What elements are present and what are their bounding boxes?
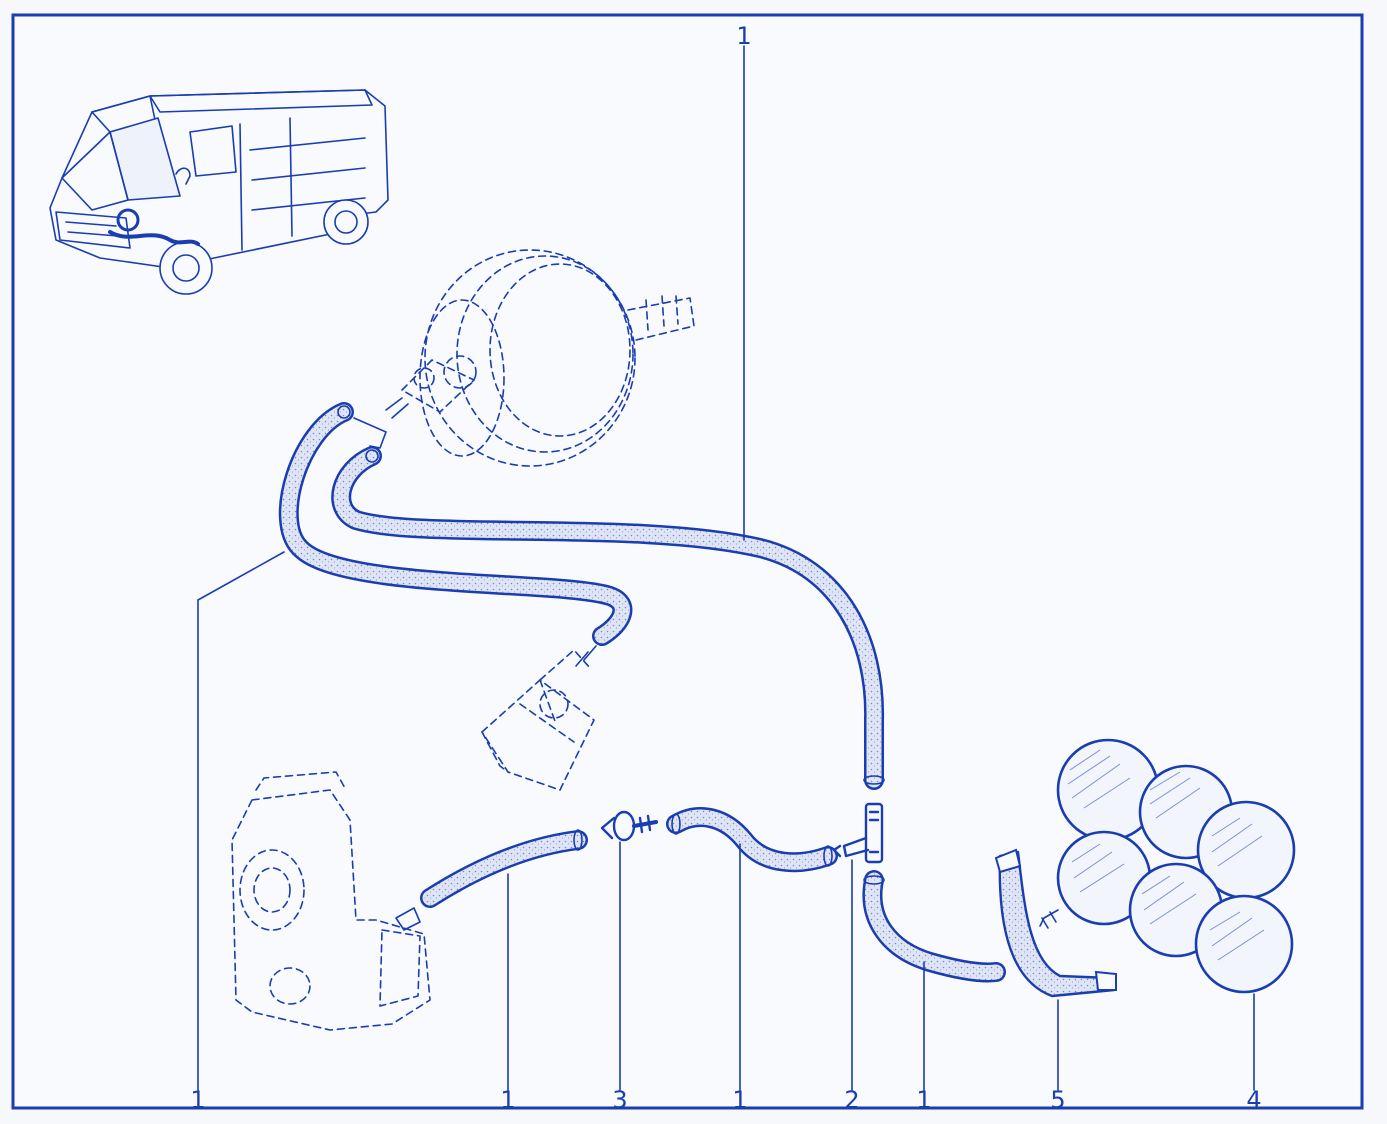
t-piece-connector [832,802,884,864]
van-illustration [49,89,389,295]
callout-hose-right: 1 [916,1086,931,1114]
callout-hose-lower-left: 1 [500,1086,515,1114]
hose-upper-inner [331,446,885,790]
brake-servo-dashed [401,249,695,467]
callout-reservoir: 4 [1246,1086,1261,1114]
vacuum-reservoir-spheres [1039,738,1296,994]
vacuum-pump-dashed [481,649,595,791]
hose-upper-outer [278,402,633,646]
callout-t-piece: 2 [844,1086,859,1114]
hose-lower-left [420,830,588,908]
mounting-strap [994,848,1117,998]
callout-hose-middle: 1 [732,1086,747,1114]
engine-block-dashed [231,771,431,1031]
callout-strap: 5 [1050,1086,1065,1114]
non-return-valve [600,810,658,842]
hose-connectors [337,397,885,931]
hose-lower-right [862,870,1006,983]
leader-lines [197,45,1255,1091]
hose-lower-middle [666,807,838,873]
callout-hose-left: 1 [190,1086,205,1114]
callout-valve: 3 [612,1086,627,1114]
callout-top-hose: 1 [736,22,751,50]
